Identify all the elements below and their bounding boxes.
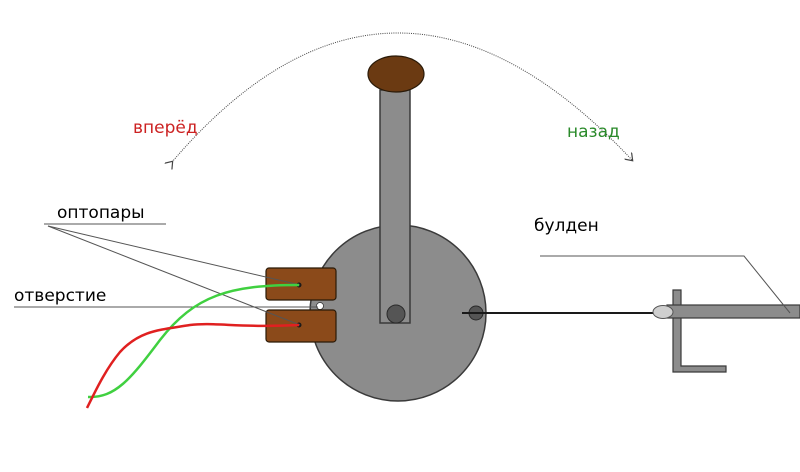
optocouplers-label: оптопары bbox=[57, 203, 145, 223]
back-label: назад bbox=[567, 122, 620, 142]
forward-label: вперёд bbox=[133, 118, 198, 138]
lever-knob bbox=[367, 55, 425, 93]
lever-arm bbox=[379, 89, 411, 324]
optocouplers-leader-upper bbox=[47, 225, 301, 286]
bourdon-tube-tip bbox=[652, 305, 674, 319]
bourdon-tube bbox=[666, 304, 800, 319]
bourdon-leader bbox=[540, 255, 791, 314]
bracket bbox=[672, 289, 727, 373]
bourdon-label: булден bbox=[534, 216, 599, 236]
disk-hole bbox=[316, 302, 324, 310]
motion-arc bbox=[172, 32, 632, 162]
red-wire bbox=[85, 322, 300, 409]
optocouplers-leader-lower bbox=[47, 225, 301, 326]
green-wire bbox=[87, 283, 300, 399]
pivot-pin bbox=[386, 304, 406, 324]
hole-label: отверстие bbox=[14, 286, 106, 306]
